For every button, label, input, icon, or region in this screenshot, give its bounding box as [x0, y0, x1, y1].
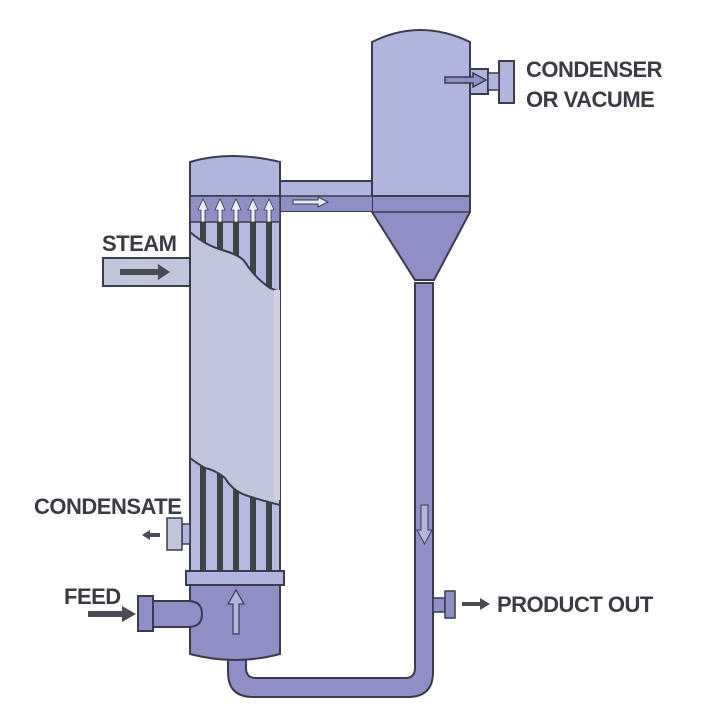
separator-vessel: [371, 29, 471, 197]
product-arrow-icon: [462, 598, 490, 610]
condensate-arrow-icon: [142, 530, 160, 540]
product-flange: [444, 590, 456, 619]
upflow-arrow-icon: [226, 588, 246, 635]
condenser-label-line1: CONDENSER: [526, 57, 663, 82]
feed-flange: [137, 595, 154, 632]
steam-arrow-icon: [120, 264, 170, 280]
riser-arrow-icon: [197, 198, 209, 223]
riser-arrows: [197, 198, 275, 223]
shell-cutaway: [189, 229, 281, 507]
downflow-arrow-icon: [416, 504, 433, 546]
condenser-flange: [498, 60, 515, 104]
riser-arrow-icon: [247, 198, 259, 223]
separator-cone: [371, 195, 471, 281]
condenser-arrow-icon: [444, 71, 488, 89]
riser-arrow-icon: [263, 198, 275, 223]
product-out-label: PRODUCT OUT: [497, 592, 654, 617]
return-pipe: [227, 282, 434, 698]
condenser-label-line2: OR VACUME: [526, 87, 654, 112]
riser-arrow-icon: [214, 198, 226, 223]
tube-sheet: [185, 570, 285, 586]
vapor-arrow-icon: [292, 196, 330, 208]
feed-arrow-icon: [88, 606, 136, 622]
steam-label: STEAM: [102, 231, 177, 256]
condensate-label: CONDENSATE: [34, 494, 181, 519]
condensate-flange: [166, 517, 183, 551]
calandria-top: [189, 155, 281, 197]
feed-label: FEED: [64, 584, 121, 609]
riser-arrow-icon: [230, 198, 242, 223]
feed-pipe: [152, 600, 204, 628]
